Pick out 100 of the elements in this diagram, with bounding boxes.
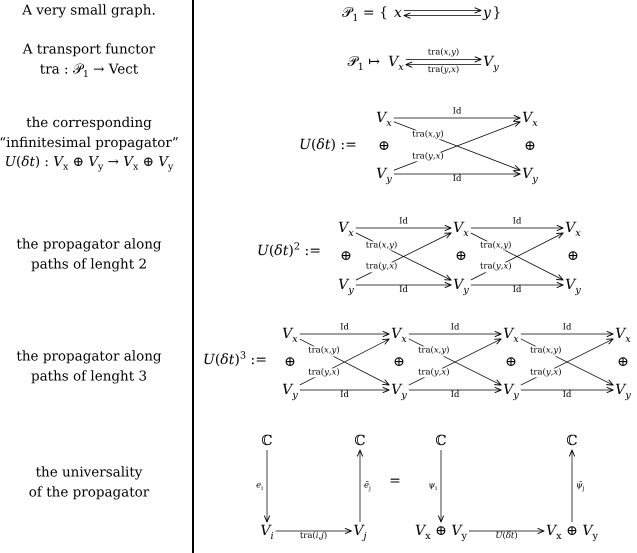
edge-label: tra(x,y): [411, 130, 445, 140]
edge-label: U(δt): [494, 532, 519, 542]
edge-label: Id: [562, 391, 572, 400]
math-term: V$_{x}$: [451, 218, 471, 238]
math-term: V$_{x}$: [613, 324, 633, 344]
direct-sum-sign: ⊕: [617, 354, 629, 370]
arrow: [468, 528, 544, 534]
arrow: [470, 282, 564, 288]
math-term: V$_{y}$: [613, 380, 633, 400]
math-term: ℂ: [433, 432, 449, 450]
edge-label: e$_{i}$: [255, 481, 264, 491]
row-caption: A very small graph.: [22, 1, 156, 20]
edge-label: tra(y,x): [426, 66, 460, 75]
edge-label: ψ̄$_{j}$: [575, 481, 586, 491]
math-term: y: [481, 4, 493, 22]
edge-label: Id: [452, 175, 462, 184]
arrow: [275, 528, 352, 534]
direct-sum-sign: ⊕: [378, 138, 390, 154]
math-term: x: [392, 4, 404, 22]
direct-sum-sign: ⊕: [284, 354, 296, 370]
edge-label: Id: [512, 286, 522, 296]
arrow: [355, 224, 452, 232]
formula-text: }: [492, 4, 502, 22]
arrow: [405, 56, 482, 63]
arrow: [520, 330, 614, 338]
edge-label: Id: [562, 324, 572, 333]
math-term: V$_{x}$: [563, 218, 583, 238]
edge-label: tra(x,y): [307, 346, 341, 356]
math-term: ℂ: [352, 432, 368, 450]
edge-label: tra(x,y): [364, 240, 398, 250]
arrow: [393, 170, 521, 178]
edge-label: tra(y,x): [417, 368, 451, 378]
edge-label: tra(x,y): [426, 49, 460, 58]
edge-label: ē$_{j}$: [363, 481, 372, 491]
math-term: V$_{x}$: [336, 218, 356, 238]
math-term: V$_{y}$: [389, 380, 409, 400]
row-caption: the universality of the propagator: [28, 464, 150, 502]
arrow: [355, 282, 452, 288]
edge-label: tra(x,y): [529, 346, 562, 356]
math-term: V$_{x}$ ⊕ V$_{y}$: [413, 522, 469, 540]
arrow: [404, 7, 482, 14]
edge-label: Id: [339, 391, 350, 400]
math-term: V$_{i}$: [258, 522, 276, 540]
edge-label: tra(x,y): [417, 346, 450, 356]
formula-text: U(δt)$^{2}$ :=: [257, 242, 321, 260]
math-term: V$_{x}$: [386, 52, 406, 72]
math-term: V$_{x}$: [389, 324, 409, 344]
row-caption: A transport functor tra : 𝒫$_{1}$ → Vect: [22, 40, 156, 80]
math-term: V$_{j}$: [351, 522, 369, 540]
math-term: V$_{x}$: [280, 324, 300, 344]
math-term: V$_{y}$: [481, 52, 501, 72]
row-caption: the propagator along paths of lenght 3: [16, 348, 162, 386]
arrow: [393, 114, 521, 122]
edge-label: Id: [452, 108, 462, 117]
formula-text: 𝒫$_{1}$ ↦: [348, 54, 380, 70]
direct-sum-sign: ⊕: [340, 248, 352, 264]
direct-sum-sign: ⊕: [455, 248, 467, 264]
edge-label: tra(y,x): [364, 262, 398, 272]
edge-label: ψ$_{i}$: [427, 481, 438, 491]
arrow: [520, 386, 614, 394]
edge-label: Id: [339, 324, 350, 333]
edge-label: Id: [450, 324, 460, 333]
direct-sum-sign: ⊕: [505, 354, 517, 370]
row-caption: the propagator along paths of lenght 2: [16, 236, 162, 274]
row-caption: the corresponding “infinitesimal propagator” U(δt) : V$_{x}$ ⊕ V$_{y}$ → V$_{x}$ ⊕ V$_{y}$: [0, 114, 180, 172]
direct-sum-sign: ⊕: [393, 354, 405, 370]
arrow: [404, 12, 482, 19]
math-term: V$_{y}$: [501, 380, 521, 400]
edge-label: tra(y,x): [529, 368, 563, 378]
edge-label: Id: [450, 391, 460, 400]
arrow: [438, 450, 444, 522]
edge-label: tra(y,x): [307, 368, 341, 378]
formula-text: U(δt) :=: [299, 136, 357, 154]
arrow: [299, 386, 390, 394]
math-term: ℂ: [259, 432, 275, 450]
edge-label: Id: [512, 218, 522, 227]
math-term: V$_{x}$: [520, 108, 540, 128]
direct-sum-sign: ⊕: [524, 138, 536, 154]
arrow: [356, 450, 364, 522]
math-term: V$_{y}$: [280, 380, 300, 400]
edge-label: Id: [398, 218, 409, 227]
arrow: [299, 330, 390, 338]
arrow: [568, 450, 576, 522]
edge-label: tra(y,x): [411, 152, 445, 162]
edge-label: tra(x,y): [479, 241, 512, 250]
arrow: [264, 450, 270, 522]
arrow: [405, 61, 482, 68]
arrow: [408, 386, 502, 394]
math-term: ℂ: [564, 432, 580, 450]
math-term: V$_{y}$: [336, 276, 356, 294]
edge-label: Id: [398, 286, 409, 296]
edge-label: tra(y,x): [479, 262, 513, 272]
math-term: V$_{y}$: [451, 276, 471, 294]
math-term: V$_{x}$: [374, 108, 394, 128]
math-term: V$_{y}$: [520, 164, 540, 184]
math-term: V$_{x}$ ⊕ V$_{y}$: [544, 522, 600, 540]
arrow: [408, 330, 502, 338]
direct-sum-sign: ⊕: [567, 248, 579, 264]
math-term: V$_{y}$: [563, 276, 583, 294]
edge-label: tra(i,j): [298, 532, 328, 542]
